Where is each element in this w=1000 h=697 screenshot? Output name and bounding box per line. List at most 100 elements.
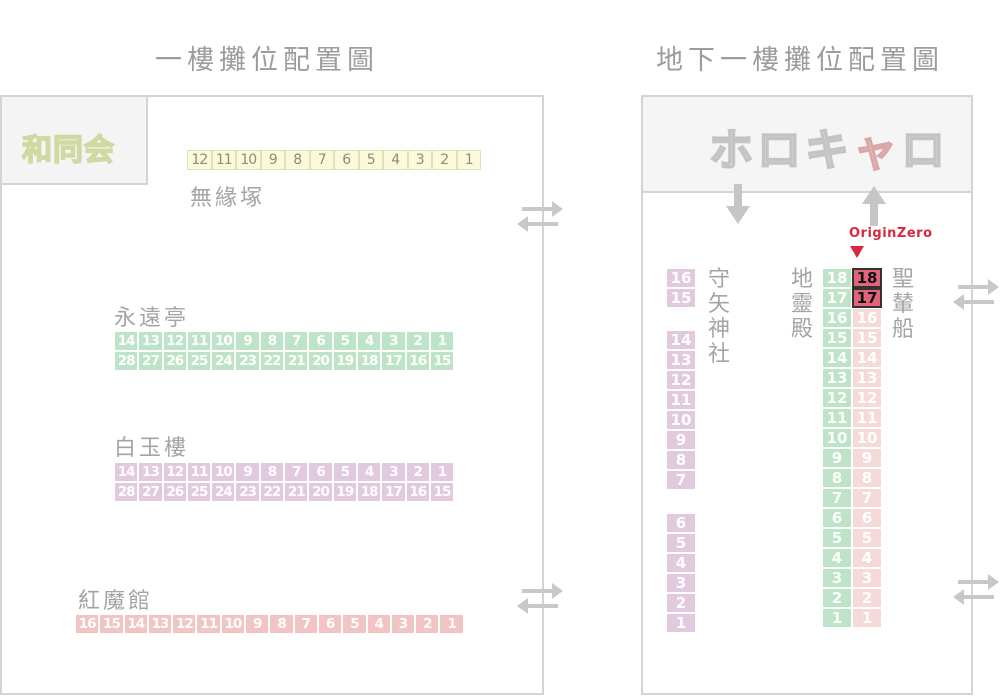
booth-seiren-11: 11 [852, 408, 882, 428]
booth-eien-16: 16 [405, 351, 430, 371]
booth-seiren-6: 6 [852, 508, 882, 528]
booth-muen-5: 5 [358, 150, 383, 170]
booth-muen-1: 1 [456, 150, 481, 170]
booth-eien-14: 14 [114, 331, 139, 351]
booth-chirei-9: 9 [822, 448, 852, 468]
booth-muen-8: 8 [285, 150, 310, 170]
booth-eien-6: 6 [308, 331, 333, 351]
booth-eien-5: 5 [332, 331, 357, 351]
booth-eien-12: 12 [162, 331, 187, 351]
wadoukai-logo-box: 和同会 [0, 95, 148, 185]
booth-hakugyoku-24: 24 [211, 482, 236, 502]
booth-muen-11: 11 [211, 150, 236, 170]
booth-chirei-3: 3 [822, 568, 852, 588]
booth-muen-7: 7 [309, 150, 334, 170]
booth-eien-17: 17 [381, 351, 406, 371]
booth-koumakan-16: 16 [75, 614, 100, 634]
booth-moriya-4: 4 [666, 553, 696, 573]
booth-hakugyoku-13: 13 [138, 462, 163, 482]
booth-seiren-13: 13 [852, 368, 882, 388]
exchange-arrows-icon [517, 583, 563, 614]
booth-chirei-10: 10 [822, 428, 852, 448]
booth-muen-2: 2 [432, 150, 457, 170]
booth-moriya-11: 11 [666, 390, 696, 410]
booth-eien-8: 8 [259, 331, 285, 351]
booth-hakugyoku-28: 28 [114, 482, 139, 502]
booth-koumakan-10: 10 [220, 614, 246, 634]
booth-hakugyoku-27: 27 [138, 482, 163, 502]
booth-moriya-10: 10 [666, 410, 696, 430]
exchange-arrows-icon [517, 201, 563, 232]
exchange-arrows-icon [953, 574, 999, 605]
booth-hakugyoku-14: 14 [114, 462, 139, 482]
booth-hakugyoku-3: 3 [381, 462, 406, 482]
booth-hakugyoku-9: 9 [235, 462, 260, 482]
basement-floor-title: 地下一樓攤位配置圖 [656, 45, 944, 76]
booth-eien-27: 27 [138, 351, 163, 371]
booth-koumakan-1: 1 [439, 614, 464, 634]
booth-koumakan-14: 14 [123, 614, 148, 634]
booth-chirei-5: 5 [822, 528, 852, 548]
booth-koumakan-5: 5 [342, 614, 367, 634]
booth-chirei-16: 16 [822, 308, 852, 328]
booth-hakugyoku-21: 21 [284, 482, 309, 502]
booth-eien-28: 28 [114, 351, 139, 371]
booth-hakugyoku-11: 11 [186, 462, 212, 482]
booth-eien-20: 20 [308, 351, 333, 371]
booth-koumakan-4: 4 [366, 614, 391, 634]
booth-koumakan-13: 13 [147, 614, 173, 634]
booth-moriya-12: 12 [666, 370, 696, 390]
first-floor-title: 一樓攤位配置圖 [155, 45, 379, 76]
basement-map [641, 95, 973, 695]
booth-eien-24: 24 [211, 351, 236, 371]
booth-eien-15: 15 [429, 351, 455, 371]
booth-moriya-1: 1 [666, 613, 696, 633]
booth-moriya-16: 16 [666, 268, 696, 288]
booth-seiren-2: 2 [852, 588, 882, 608]
booth-muen-3: 3 [407, 150, 432, 170]
booth-koumakan-11: 11 [196, 614, 221, 634]
booth-seiren-9: 9 [852, 448, 882, 468]
booth-hakugyoku-17: 17 [381, 482, 406, 502]
booth-hakugyoku-8: 8 [259, 462, 285, 482]
booth-muen-6: 6 [334, 150, 359, 170]
area-label-koumakan: 紅魔館 [78, 589, 154, 614]
area-label-eien: 永遠亭 [114, 306, 190, 331]
wadoukai-logo: 和同会 [21, 132, 115, 169]
booth-eien-18: 18 [356, 351, 382, 371]
booth-hakugyoku-23: 23 [235, 482, 260, 502]
booth-moriya-14: 14 [666, 330, 696, 350]
booth-eien-1: 1 [429, 331, 455, 351]
booth-eien-21: 21 [284, 351, 309, 371]
area-label-muen: 無緣塚 [190, 186, 266, 211]
booth-koumakan-12: 12 [172, 614, 197, 634]
origin-zero-label: OriginZero [849, 226, 933, 241]
booth-chirei-13: 13 [822, 368, 852, 388]
origin-zero-marker-icon [850, 246, 864, 258]
booth-koumakan-2: 2 [415, 614, 440, 634]
booth-chirei-1: 1 [822, 608, 852, 628]
booth-eien-7: 7 [284, 331, 309, 351]
booth-eien-9: 9 [235, 331, 260, 351]
booth-hakugyoku-12: 12 [162, 462, 187, 482]
booth-eien-22: 22 [259, 351, 285, 371]
booth-moriya-5: 5 [666, 533, 696, 553]
booth-eien-25: 25 [186, 351, 212, 371]
booth-eien-23: 23 [235, 351, 260, 371]
booth-moriya-8: 8 [666, 450, 696, 470]
holocaro-sign: ホロキャロ [643, 97, 971, 193]
booth-koumakan-15: 15 [99, 614, 124, 634]
booth-hakugyoku-18: 18 [356, 482, 382, 502]
area-label-chirei: 地靈殿 [790, 267, 813, 342]
booth-hakugyoku-6: 6 [308, 462, 333, 482]
booth-eien-11: 11 [186, 331, 212, 351]
booth-chirei-17: 17 [822, 288, 852, 308]
booth-koumakan-9: 9 [245, 614, 270, 634]
booth-eien-10: 10 [211, 331, 236, 351]
booth-seiren-4: 4 [852, 548, 882, 568]
